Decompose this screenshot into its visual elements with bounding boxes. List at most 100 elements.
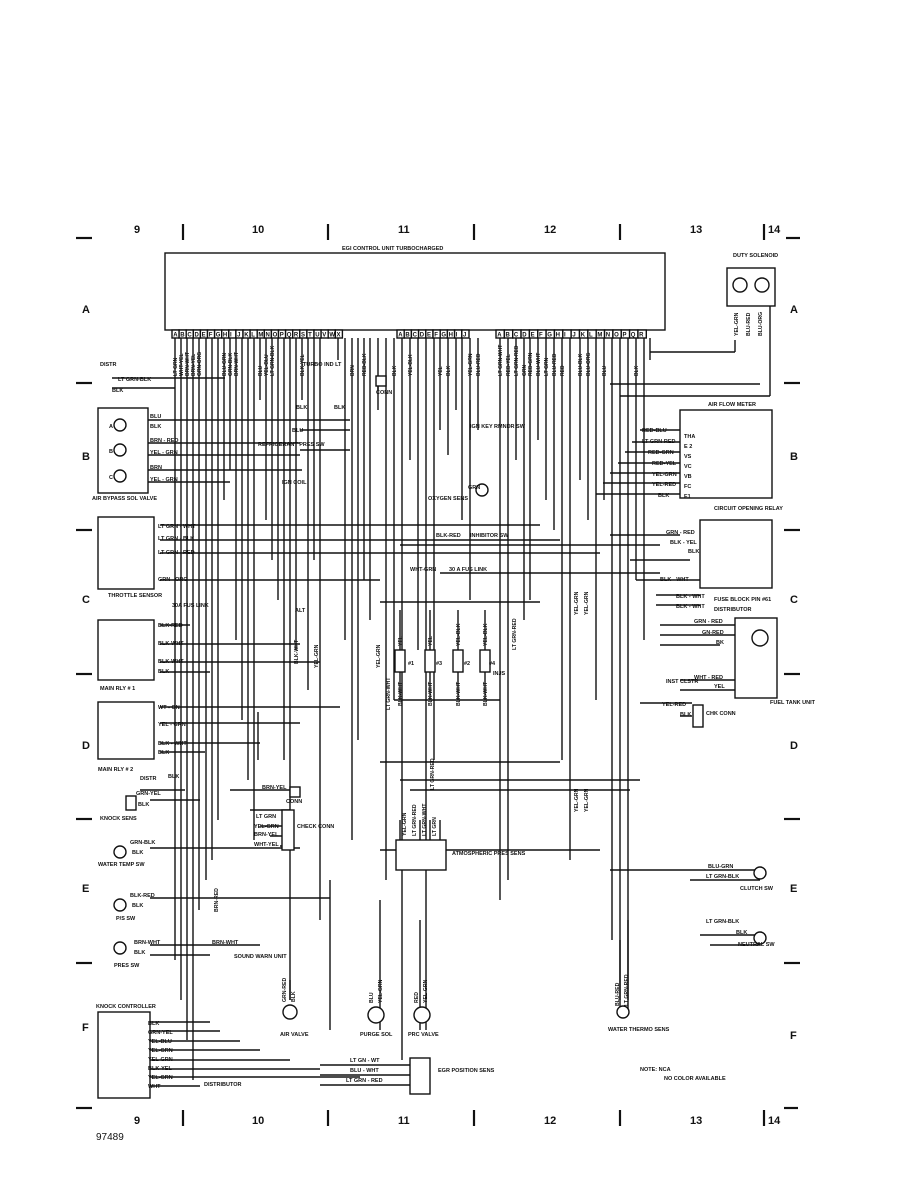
ecu-pin-letter: C [187, 333, 192, 339]
ecu-wire-label: YEL-GRN [468, 353, 474, 376]
knock-ctrl-wire-3: YEL-BLU [148, 1039, 172, 1045]
ecu-wire-label: BLK [634, 365, 640, 376]
col-label-9: 9 [134, 224, 140, 236]
ecu-pin-letter: P [280, 333, 284, 339]
col-label-9-bottom: 9 [134, 1115, 140, 1127]
inj-wire-bot-4: BLK-WHT [483, 681, 489, 706]
main-rly2-wire-1: WT - GN [158, 705, 180, 711]
brn-red-label: BRN-RED [214, 888, 220, 912]
mid-wire-8: LT GRN-RED [430, 758, 436, 790]
ecu-pin-letter: W [329, 333, 335, 339]
ecu-wire-label: BRN-WHT [234, 352, 240, 376]
ecu-pin-letter: Q [631, 333, 636, 339]
afm-pin-e1: E1 [684, 494, 691, 500]
mid-wire-10: YEL-GRN [584, 788, 590, 812]
main-rly2-wire-4: BLK [158, 750, 169, 756]
purge-label: PURGE SOL [360, 1032, 393, 1038]
fb-distributor-label: DISTRIBUTOR [714, 607, 752, 613]
main-rly2-label: MAIN RLY # 2 [98, 767, 133, 773]
row-label-A: A [82, 304, 90, 316]
ecu-wire-label: BLU-RED [476, 353, 482, 376]
distr2-label: DISTR [140, 776, 157, 782]
distr-label: DISTR [100, 362, 117, 368]
conn2-wire: BRN-YEL [262, 785, 287, 791]
ecu-wire-label: BLU-RED [552, 353, 558, 376]
ecu-pin-letter: N [606, 333, 610, 339]
throttle-wire-2: LT GRN - BLK [158, 536, 194, 542]
atm-wire-2: LT GRN-RED [412, 804, 418, 836]
right-grid: A B C D E F [784, 304, 800, 1042]
chk-wire-1: YEL-RED [662, 702, 686, 708]
inj-1-label: #1 [408, 661, 414, 667]
ecu-pin-letter: C [413, 333, 418, 339]
ps-wire-1: BLK-RED [130, 893, 155, 899]
wiring-harness [112, 296, 771, 1087]
mid-wire-2: YEL-GRN [314, 644, 320, 668]
ecu-wire-label: RED-BLK [362, 353, 368, 376]
throttle-wire-4: GRN - ORG [158, 577, 188, 583]
ecu-pin-letter: U [315, 333, 319, 339]
alt-label: ALT [295, 608, 306, 614]
ecu-pin-letter: G [441, 333, 446, 339]
row-label-B-right: B [790, 451, 798, 463]
ecu-wire-label: GRN-BLK [228, 353, 234, 376]
atm-wire-1: YEL-GRN [402, 812, 408, 836]
ecu-wire-label: WHT-YEL [179, 354, 185, 377]
fus-link-label: 30 A FUS LINK [449, 567, 487, 573]
ecu-wire-label: LT GRN-RED [514, 345, 520, 376]
duty-wire-1: YEL-GRN [734, 312, 740, 336]
atmospheric-label: ATMOSPHERIC PRES SENS [452, 851, 526, 857]
ecu-pin-letter: N [266, 333, 270, 339]
mid-wire-3: YEL-GRN [376, 644, 382, 668]
afm-pin-e2: E 2 [684, 444, 692, 450]
ecu-pin-letter: J [572, 333, 575, 339]
main-rly1-label: MAIN RLY # 1 [100, 686, 135, 692]
knock-ctrl-wire-1: BLK [148, 1021, 159, 1027]
main-rly2-box [97, 701, 155, 760]
ecu-pin-letter: B [405, 333, 410, 339]
knock-wire-2: BLK [138, 802, 149, 808]
ecu-pin-letter: D [420, 333, 425, 339]
mid-wire-6: YEL-GRN [574, 591, 580, 615]
ecu-pin-letter: O [273, 333, 278, 339]
conn-label: CONN [376, 390, 392, 396]
components [97, 267, 778, 1099]
ecu-title: EGI CONTROL UNIT TURBOCHARGED [342, 246, 443, 252]
turbo-ind-label: TURBO IND LT [303, 362, 342, 368]
ecu-wire-label: LT GRN-WHT [498, 345, 504, 376]
ecu-wire-label: BLU [602, 365, 608, 376]
ecu-pin-cell [461, 329, 470, 339]
afm-wire-5: YEL-GRN [652, 472, 677, 478]
pres-wire-1: BRN-WHT [134, 940, 161, 946]
neutral-wire-2: BLK [736, 930, 747, 936]
prc-label: PRC VALVE [408, 1032, 439, 1038]
pres-label: PRES SW [114, 963, 140, 969]
note-line-1: NOTE: NCA [640, 1067, 671, 1073]
refrig-wire-1: BLK [296, 405, 307, 411]
bottom-grid: 9 10 11 12 13 14 [76, 1106, 798, 1127]
air-bypass-wire-4: YEL - GRN [150, 450, 178, 456]
knock-ctrl-wire-4: YEL-GRN [148, 1048, 173, 1054]
ecu-wire-label: RED [560, 365, 566, 376]
air-bypass-pin-c: C [109, 475, 113, 481]
ecu-pin-letter: D [522, 333, 527, 339]
distr-wire-1: LT GRN-BLK [118, 377, 151, 383]
ecu-pin-letter: A [497, 333, 502, 339]
row-label-D: D [82, 740, 90, 752]
fb-wire-1: BLK - WHT [676, 594, 705, 600]
fb-wire-2: BLK - WHT [676, 604, 705, 610]
knock-ctrl-wire-8: WHT [148, 1084, 161, 1090]
ecu-pin-letter: M [597, 333, 602, 339]
inj-3-label: #3 [436, 661, 442, 667]
row-label-B: B [82, 451, 90, 463]
knock-ctrl-wire-6: BLK-YEL [148, 1066, 172, 1072]
ecu-wire-label: BLU-ORG [586, 353, 592, 376]
knock-ctrl-wire-5: YEL-GRN [148, 1057, 173, 1063]
ecu-wire-label: BLK-YEL [300, 354, 306, 376]
ecu-wire-label: RED-GRN [528, 352, 534, 376]
circuit-opening-relay-box [699, 519, 773, 589]
knock-ctrl-wire-2: GRN-YEL [148, 1030, 173, 1036]
knock-controller-box [97, 1011, 151, 1099]
ecu-pin-letter: D [195, 333, 200, 339]
oxygen-wire: GRN [468, 485, 480, 491]
